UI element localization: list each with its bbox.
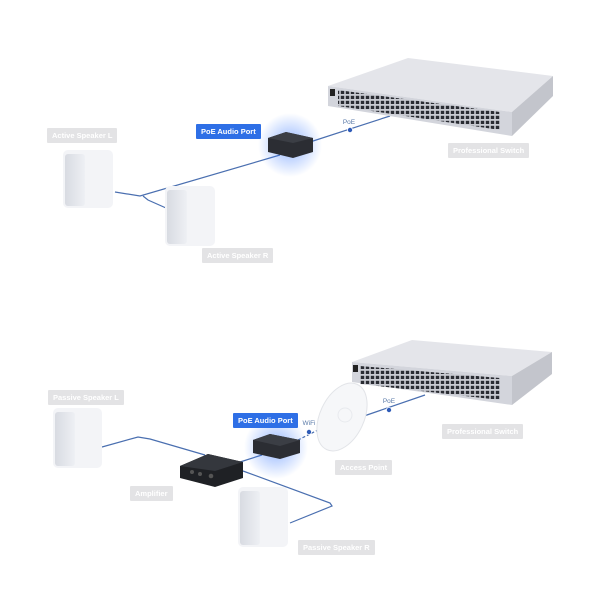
active-speaker-left-label: Active Speaker L bbox=[47, 128, 118, 143]
professional-switch-label: Professional Switch bbox=[442, 424, 524, 439]
professional-switch-label: Professional Switch bbox=[448, 143, 530, 158]
amplifier-device bbox=[180, 454, 243, 487]
poe-tag: PoE bbox=[382, 398, 396, 405]
poe-audio-port-label: PoE Audio Port bbox=[196, 124, 261, 139]
passive-speaker-left bbox=[53, 408, 102, 468]
poe-connector-dot bbox=[346, 127, 353, 134]
poe-audio-port-label: PoE Audio Port bbox=[233, 413, 298, 428]
access-point bbox=[316, 382, 368, 452]
poe-audio-port-device-top bbox=[268, 132, 313, 158]
wifi-tag: WiFi bbox=[302, 420, 316, 427]
passive-speaker-right-label: Passive Speaker R bbox=[298, 540, 375, 555]
passive-speaker-right bbox=[238, 487, 288, 547]
active-speaker-right-label: Active Speaker R bbox=[202, 248, 274, 263]
poe-tag: PoE bbox=[342, 119, 356, 126]
poe-audio-port-device-bottom bbox=[253, 434, 300, 459]
access-point-label: Access Point bbox=[335, 460, 393, 475]
professional-switch-bottom bbox=[352, 340, 552, 405]
amplifier-label: Amplifier bbox=[130, 486, 173, 501]
wifi-connector-dot bbox=[305, 428, 312, 435]
poe-connector-dot bbox=[385, 406, 392, 413]
active-speaker-right bbox=[165, 186, 215, 246]
active-speaker-left bbox=[63, 150, 113, 208]
passive-speaker-left-label: Passive Speaker L bbox=[48, 390, 124, 405]
professional-switch-top bbox=[328, 58, 553, 136]
